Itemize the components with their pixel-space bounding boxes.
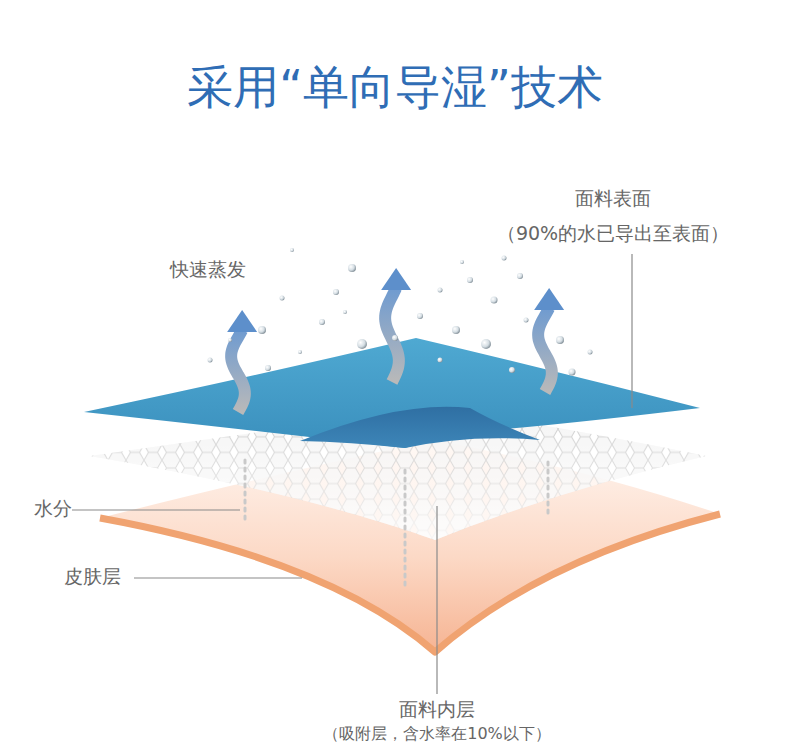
water-droplet — [502, 256, 507, 261]
water-droplet — [208, 358, 213, 363]
layer-note: （吸附层，含水率在10%以下） — [323, 724, 551, 743]
water-droplet — [228, 338, 232, 342]
water-droplet — [524, 318, 529, 323]
arrow-head — [381, 268, 411, 290]
water-droplet — [556, 336, 564, 344]
water-droplet — [298, 350, 302, 354]
evaporation-arrow — [231, 330, 245, 412]
water-trails — [245, 460, 548, 585]
evaporation-arrow — [385, 288, 399, 382]
water-droplet — [438, 358, 443, 363]
water-droplet — [343, 310, 347, 314]
water-droplet — [280, 296, 285, 301]
water-droplet — [290, 248, 294, 252]
evaporation-arrow — [538, 308, 552, 392]
water-droplet — [491, 297, 498, 304]
skin-edge — [100, 514, 720, 652]
fabric-fold — [300, 407, 540, 448]
leader-lines — [72, 254, 632, 694]
layer-name: 面料内层 — [399, 698, 475, 721]
water-droplet — [517, 273, 523, 279]
part-label: 水分 — [34, 497, 72, 520]
water-droplet — [333, 289, 339, 295]
process-label: 快速蒸发 — [170, 258, 246, 281]
water-droplet — [588, 350, 593, 355]
water-droplet — [481, 339, 491, 349]
water-droplet — [319, 319, 325, 325]
water-droplet — [509, 367, 515, 373]
water-droplet — [258, 326, 266, 334]
water-droplet — [357, 339, 367, 349]
arrow-head — [534, 288, 564, 310]
water-droplet — [392, 335, 398, 341]
water-droplet — [417, 313, 423, 319]
part-label: 皮肤层 — [64, 565, 121, 588]
arrow-head — [227, 310, 257, 332]
water-droplet — [438, 288, 443, 293]
water-droplet — [348, 264, 356, 272]
water-droplet — [460, 260, 464, 264]
water-droplet — [452, 326, 460, 334]
layer-note: （90%的水已导出至表面） — [497, 222, 729, 245]
layer-name: 面料表面 — [575, 187, 651, 210]
water-droplet — [467, 277, 473, 283]
water-droplet — [569, 369, 576, 376]
water-droplet — [265, 365, 271, 371]
diagram-title: 采用“单向导湿”技术 — [187, 60, 603, 115]
